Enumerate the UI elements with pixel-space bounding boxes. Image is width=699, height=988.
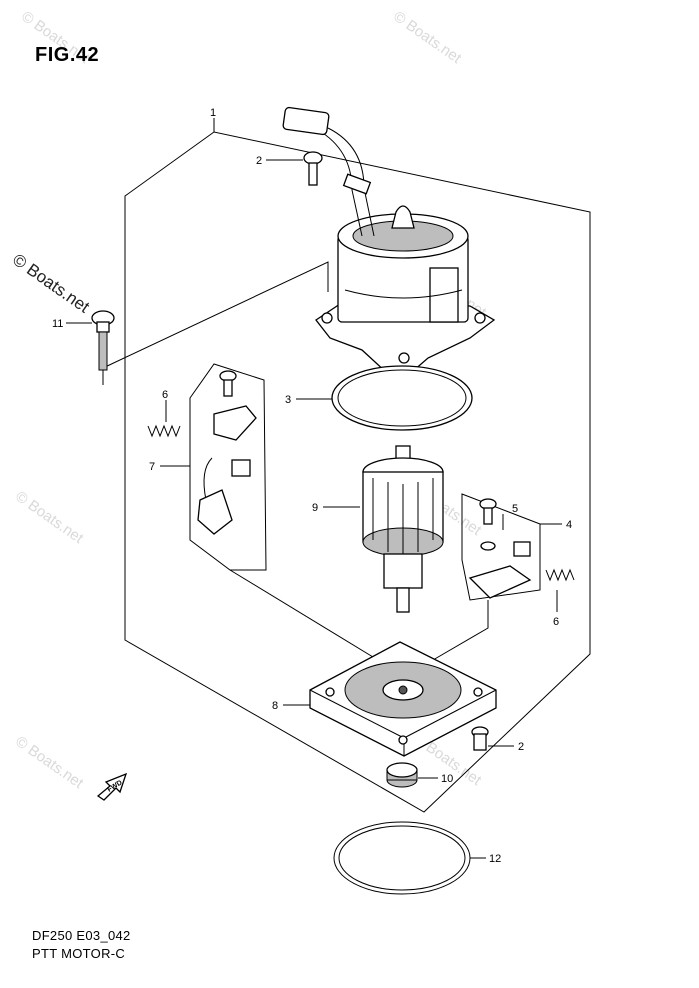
callout-11: 11: [52, 318, 63, 330]
bolt-part: [66, 310, 115, 371]
model-code: DF250 E03_042: [32, 928, 131, 943]
leader-line: [432, 600, 489, 661]
section-name: PTT MOTOR-C: [32, 946, 126, 961]
callout-8: 8: [272, 700, 278, 712]
callout-12: 12: [489, 853, 501, 865]
fwd-arrow-icon: FWD: [96, 772, 128, 801]
callout-6: 6: [553, 616, 559, 628]
callout-10: 10: [441, 773, 453, 785]
brush-holder-part: [468, 498, 562, 599]
callout-2: 2: [518, 741, 524, 753]
screw-part: [266, 151, 323, 186]
callout-5: 5: [512, 503, 518, 515]
washer-part: [386, 762, 438, 788]
callout-3: 3: [285, 394, 291, 406]
leader-line: [229, 569, 374, 658]
leader-line: [102, 261, 329, 385]
callout-9: 9: [312, 502, 318, 514]
o-ring-part: [333, 821, 486, 895]
armature-part: [323, 445, 444, 613]
figure-title: FIG.42: [35, 44, 100, 66]
spring-part: [545, 568, 575, 612]
brush-holder-outline: [461, 493, 541, 601]
callout-2: 2: [256, 155, 262, 167]
callout-7: 7: [149, 461, 155, 473]
spring-part: [147, 400, 181, 438]
o-ring-part: [296, 365, 473, 431]
callout-6: 6: [162, 389, 168, 401]
end-plate-part: [283, 641, 497, 757]
motor-housing-part: [315, 205, 496, 379]
callout-4: 4: [566, 519, 572, 531]
callout-1: 1: [210, 107, 216, 119]
brush-holder-part: [197, 370, 257, 535]
brush-holder-outline: [189, 363, 267, 571]
screw-part: [471, 726, 514, 751]
cable-plug-part: [282, 106, 375, 237]
